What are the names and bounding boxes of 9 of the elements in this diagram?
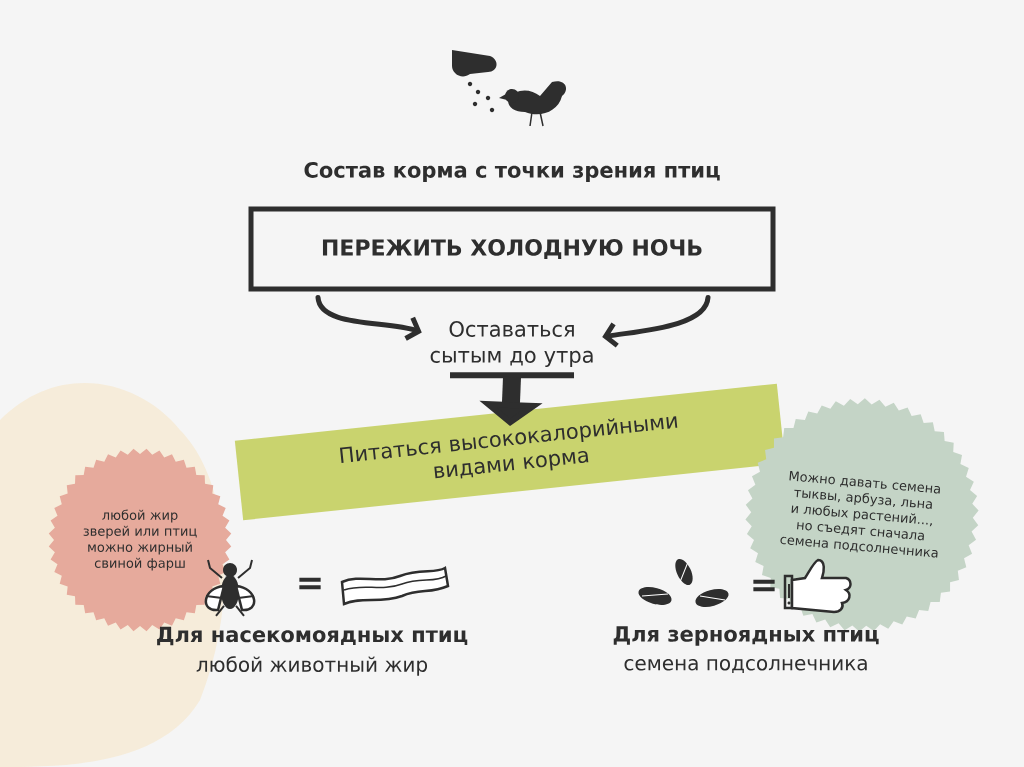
- equals-sign: =: [299, 577, 321, 590]
- equals-sign: =: [753, 579, 775, 592]
- arrow: [602, 295, 711, 348]
- arrow: [450, 372, 574, 426]
- step-text: Оставаться сытым до утра: [430, 321, 593, 367]
- goal-box: ПЕРЕЖИТЬ ХОЛОДНУЮ НОЧЬ: [248, 206, 776, 292]
- group-subtitle: семена подсолнечника: [624, 659, 867, 673]
- group-subtitle: любой животный жир: [196, 656, 428, 676]
- title: Состав корма с точки зрения птиц: [304, 162, 720, 182]
